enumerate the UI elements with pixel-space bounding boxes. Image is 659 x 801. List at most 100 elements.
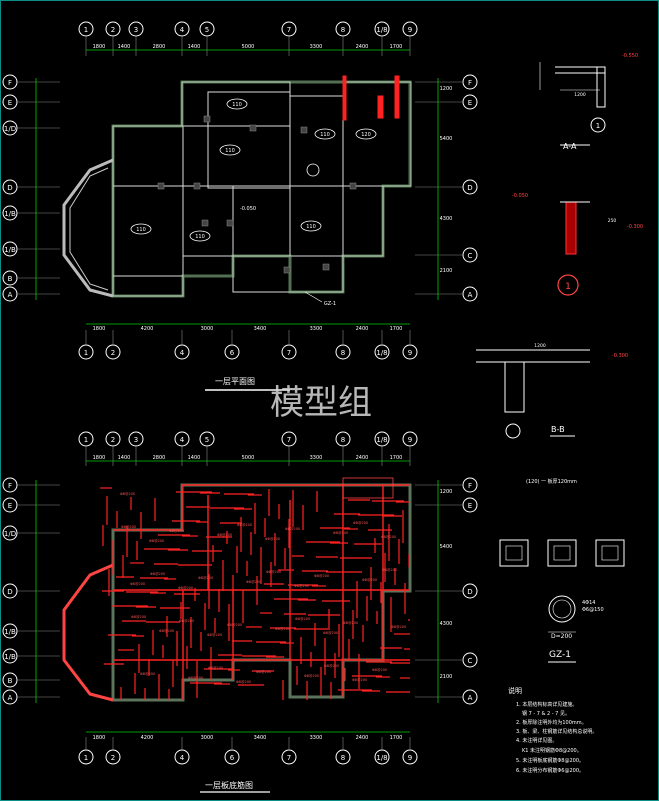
dim-text: 5000 <box>242 455 255 461</box>
dim-text: 2400 <box>356 44 369 50</box>
gz-section-inner <box>552 599 572 619</box>
rebar-label: Φ8@200 <box>140 672 155 676</box>
gz-tag: GZ-1 <box>324 301 336 307</box>
dim-text: 3000 <box>201 735 214 741</box>
rebar-label: Φ8@200 <box>256 670 271 674</box>
room-tag <box>314 128 336 140</box>
axis-label: 8 <box>341 349 345 357</box>
rebar-label: Φ8@200 <box>295 617 310 621</box>
gz-diameter: D=200 <box>551 633 572 640</box>
dim-text: 1700 <box>390 44 403 50</box>
axis-label: 1/8 <box>376 436 387 444</box>
rebar-label: Φ8@200 <box>324 664 339 668</box>
axis-label: 3 <box>134 26 138 34</box>
rebar-label: Φ8@200 <box>343 621 358 625</box>
dim-text: 3400 <box>254 735 267 741</box>
rebar-label: Φ8@200 <box>169 529 184 533</box>
dim-text: 3400 <box>254 326 267 332</box>
red-beam <box>377 95 384 119</box>
column <box>249 124 257 132</box>
dim-text: 1200 <box>440 489 453 495</box>
dim-text: 1400 <box>118 455 131 461</box>
bb-beam <box>504 362 525 413</box>
column <box>201 219 209 227</box>
axis-label: 8 <box>341 754 345 762</box>
axis-label: C <box>468 252 473 260</box>
rebar-label: Φ8@200 <box>120 492 135 496</box>
axis-label: 1 <box>84 26 88 34</box>
axis-label: 1/B <box>4 653 16 661</box>
gz-section <box>548 595 576 623</box>
rebar-label: Φ8@200 <box>237 523 252 527</box>
axis-label: C <box>468 657 473 665</box>
axis-label: 5 <box>205 26 209 34</box>
axis-label: 1/8 <box>376 26 387 34</box>
rebar-label: Φ8@200 <box>121 525 136 529</box>
dim-text: 3300 <box>310 735 323 741</box>
axis-label: 7 <box>287 26 291 34</box>
axis-label: A <box>468 291 473 299</box>
column <box>322 263 330 271</box>
room-tag-text: 110 <box>232 102 242 108</box>
detail-circle <box>590 117 606 133</box>
gz-stirrup: Φ6@150 <box>582 607 604 613</box>
bay-window-wall <box>62 158 114 298</box>
rebar-label: Φ8@200 <box>150 572 165 576</box>
dim-text: 1800 <box>93 455 106 461</box>
rebar-label: Φ8@200 <box>391 625 406 629</box>
elev-text: -0.300 <box>627 224 643 230</box>
dim-text: 1700 <box>390 455 403 461</box>
bb-circle <box>505 423 521 439</box>
level-tag: -0.050 <box>240 206 256 212</box>
dim-text: 5400 <box>440 544 453 550</box>
column <box>203 115 211 123</box>
rebar-label: Φ8@200 <box>275 627 290 631</box>
gz-column-label: GZ-1 <box>549 650 571 660</box>
aa-section-label: A-A <box>563 142 577 151</box>
axis-label: 1/B <box>4 628 16 636</box>
room-tag <box>130 223 152 235</box>
axis-label: D <box>467 184 472 192</box>
axis-label: 2 <box>111 754 115 762</box>
axis-label: 1/D <box>4 125 16 133</box>
dim-text: 2400 <box>356 735 369 741</box>
axis-label: 7 <box>287 349 291 357</box>
elev-text: -0.050 <box>512 193 528 199</box>
column-section-box <box>595 539 625 567</box>
rebar-label: Φ8@200 <box>265 537 280 541</box>
room-tag <box>226 98 248 110</box>
dim-text: 3000 <box>201 326 214 332</box>
column-section-box <box>547 539 577 567</box>
axis-label: D <box>467 588 472 596</box>
rebar-label: Φ8@200 <box>353 521 368 525</box>
rebar-label: Φ8@200 <box>227 623 242 627</box>
rebar-label: Φ8@200 <box>333 531 348 535</box>
notes-title: 说明 <box>508 686 522 695</box>
axis-label: 3 <box>134 436 138 444</box>
rebar-label: Φ8@200 <box>208 666 223 670</box>
note-3: 3. 板、梁、柱钢筋详见结构总说明。 <box>516 728 597 735</box>
rebar-label: Φ8@200 <box>266 570 281 574</box>
beam-section <box>596 66 606 108</box>
rebar-label: Φ8@200 <box>362 578 377 582</box>
axis-label: 1 <box>84 436 88 444</box>
rebar-label: Φ8@200 <box>217 533 232 537</box>
axis-label: F <box>468 482 472 490</box>
axis-label: 7 <box>287 436 291 444</box>
room-tag-text: 110 <box>320 132 330 138</box>
axis-label: 9 <box>408 349 412 357</box>
axis-label: E <box>8 99 12 107</box>
rebar-label: Φ8@200 <box>159 629 174 633</box>
column <box>283 266 291 274</box>
elev-text: -0.300 <box>612 353 628 359</box>
note-5: 5. 未注明板底钢筋Φ8@200。 <box>516 757 584 764</box>
bottom-plan-title: 一层板底筋图 <box>205 780 253 790</box>
dim-text: 4300 <box>440 621 453 627</box>
rebar-label: Φ8@200 <box>179 619 194 623</box>
room-tag-text: 110 <box>225 148 235 154</box>
axis-label: 1/B <box>4 246 16 254</box>
column <box>193 182 201 190</box>
rebar-label: Φ8@200 <box>188 676 203 680</box>
